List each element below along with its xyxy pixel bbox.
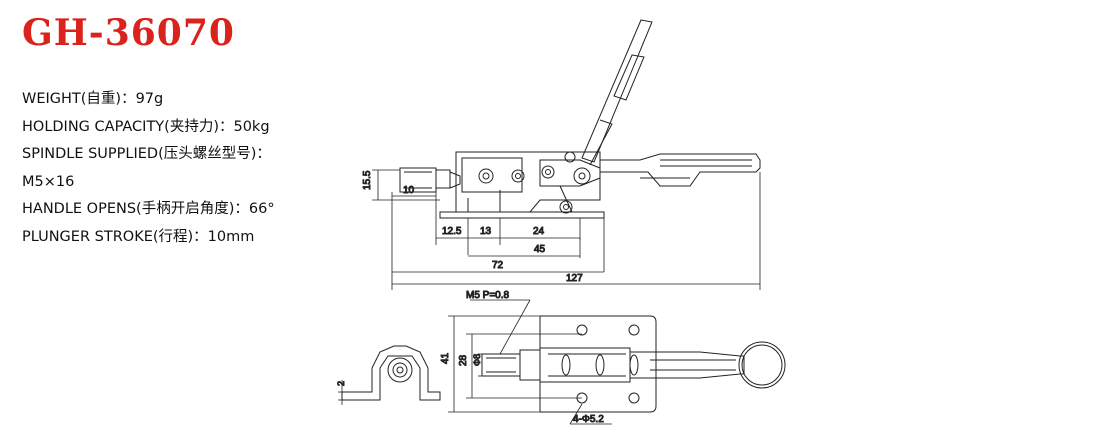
- thread-spec: M5 P=0.8: [466, 290, 510, 301]
- handle-arm: [581, 19, 653, 163]
- model-title: GH-36070: [22, 12, 235, 54]
- hole-spec: 4-Φ5.2: [573, 414, 604, 425]
- dim-10: 10: [403, 185, 415, 196]
- dim-2: 2: [336, 381, 346, 386]
- spec-plunger-stroke: PLUNGER STROKE(行程)：10mm: [22, 228, 255, 245]
- dim-15-5: 15.5: [362, 170, 373, 190]
- dim-72: 72: [492, 260, 504, 271]
- top-lever: [629, 351, 745, 379]
- handle-grip: [613, 54, 645, 101]
- spec-holding-capacity: HOLDING CAPACITY(夹持力)：50kg: [22, 118, 270, 135]
- spec-list: WEIGHT(自重)：97g HOLDING CAPACITY(夹持力)：50k…: [22, 86, 275, 251]
- dim-127: 127: [566, 273, 583, 284]
- base-plate: [439, 211, 605, 219]
- dim-41: 41: [440, 352, 451, 364]
- top-base-plate: [539, 315, 657, 413]
- top-plunger: [481, 353, 521, 377]
- spec-weight: WEIGHT(自重)：97g: [22, 91, 164, 107]
- lever: [599, 153, 761, 187]
- top-view: M5 P=0.8 41 28 Φ8 4-Φ5.2: [440, 290, 786, 426]
- handle-knob: [738, 341, 786, 389]
- dim-12-5: 12.5: [442, 226, 462, 237]
- bracket-profile: [341, 345, 441, 401]
- spec-handle-opens: HANDLE OPENS(手柄开启角度)：66°: [22, 201, 275, 217]
- dim-24: 24: [533, 226, 545, 237]
- end-view: 2: [336, 345, 441, 405]
- spec-spindle-supplied: SPINDLE SUPPLIED(压头螺丝型号)：: [22, 146, 271, 162]
- dim-28: 28: [458, 354, 469, 366]
- dim-45: 45: [534, 244, 546, 255]
- dim-13: 13: [480, 226, 492, 237]
- side-view: 15.5 10 12.5 13 24 45 72 127: [362, 19, 761, 290]
- clamp-body: [455, 151, 601, 213]
- dim-dia8: Φ8: [472, 354, 482, 366]
- spec-spindle-size: M5×16: [22, 173, 75, 190]
